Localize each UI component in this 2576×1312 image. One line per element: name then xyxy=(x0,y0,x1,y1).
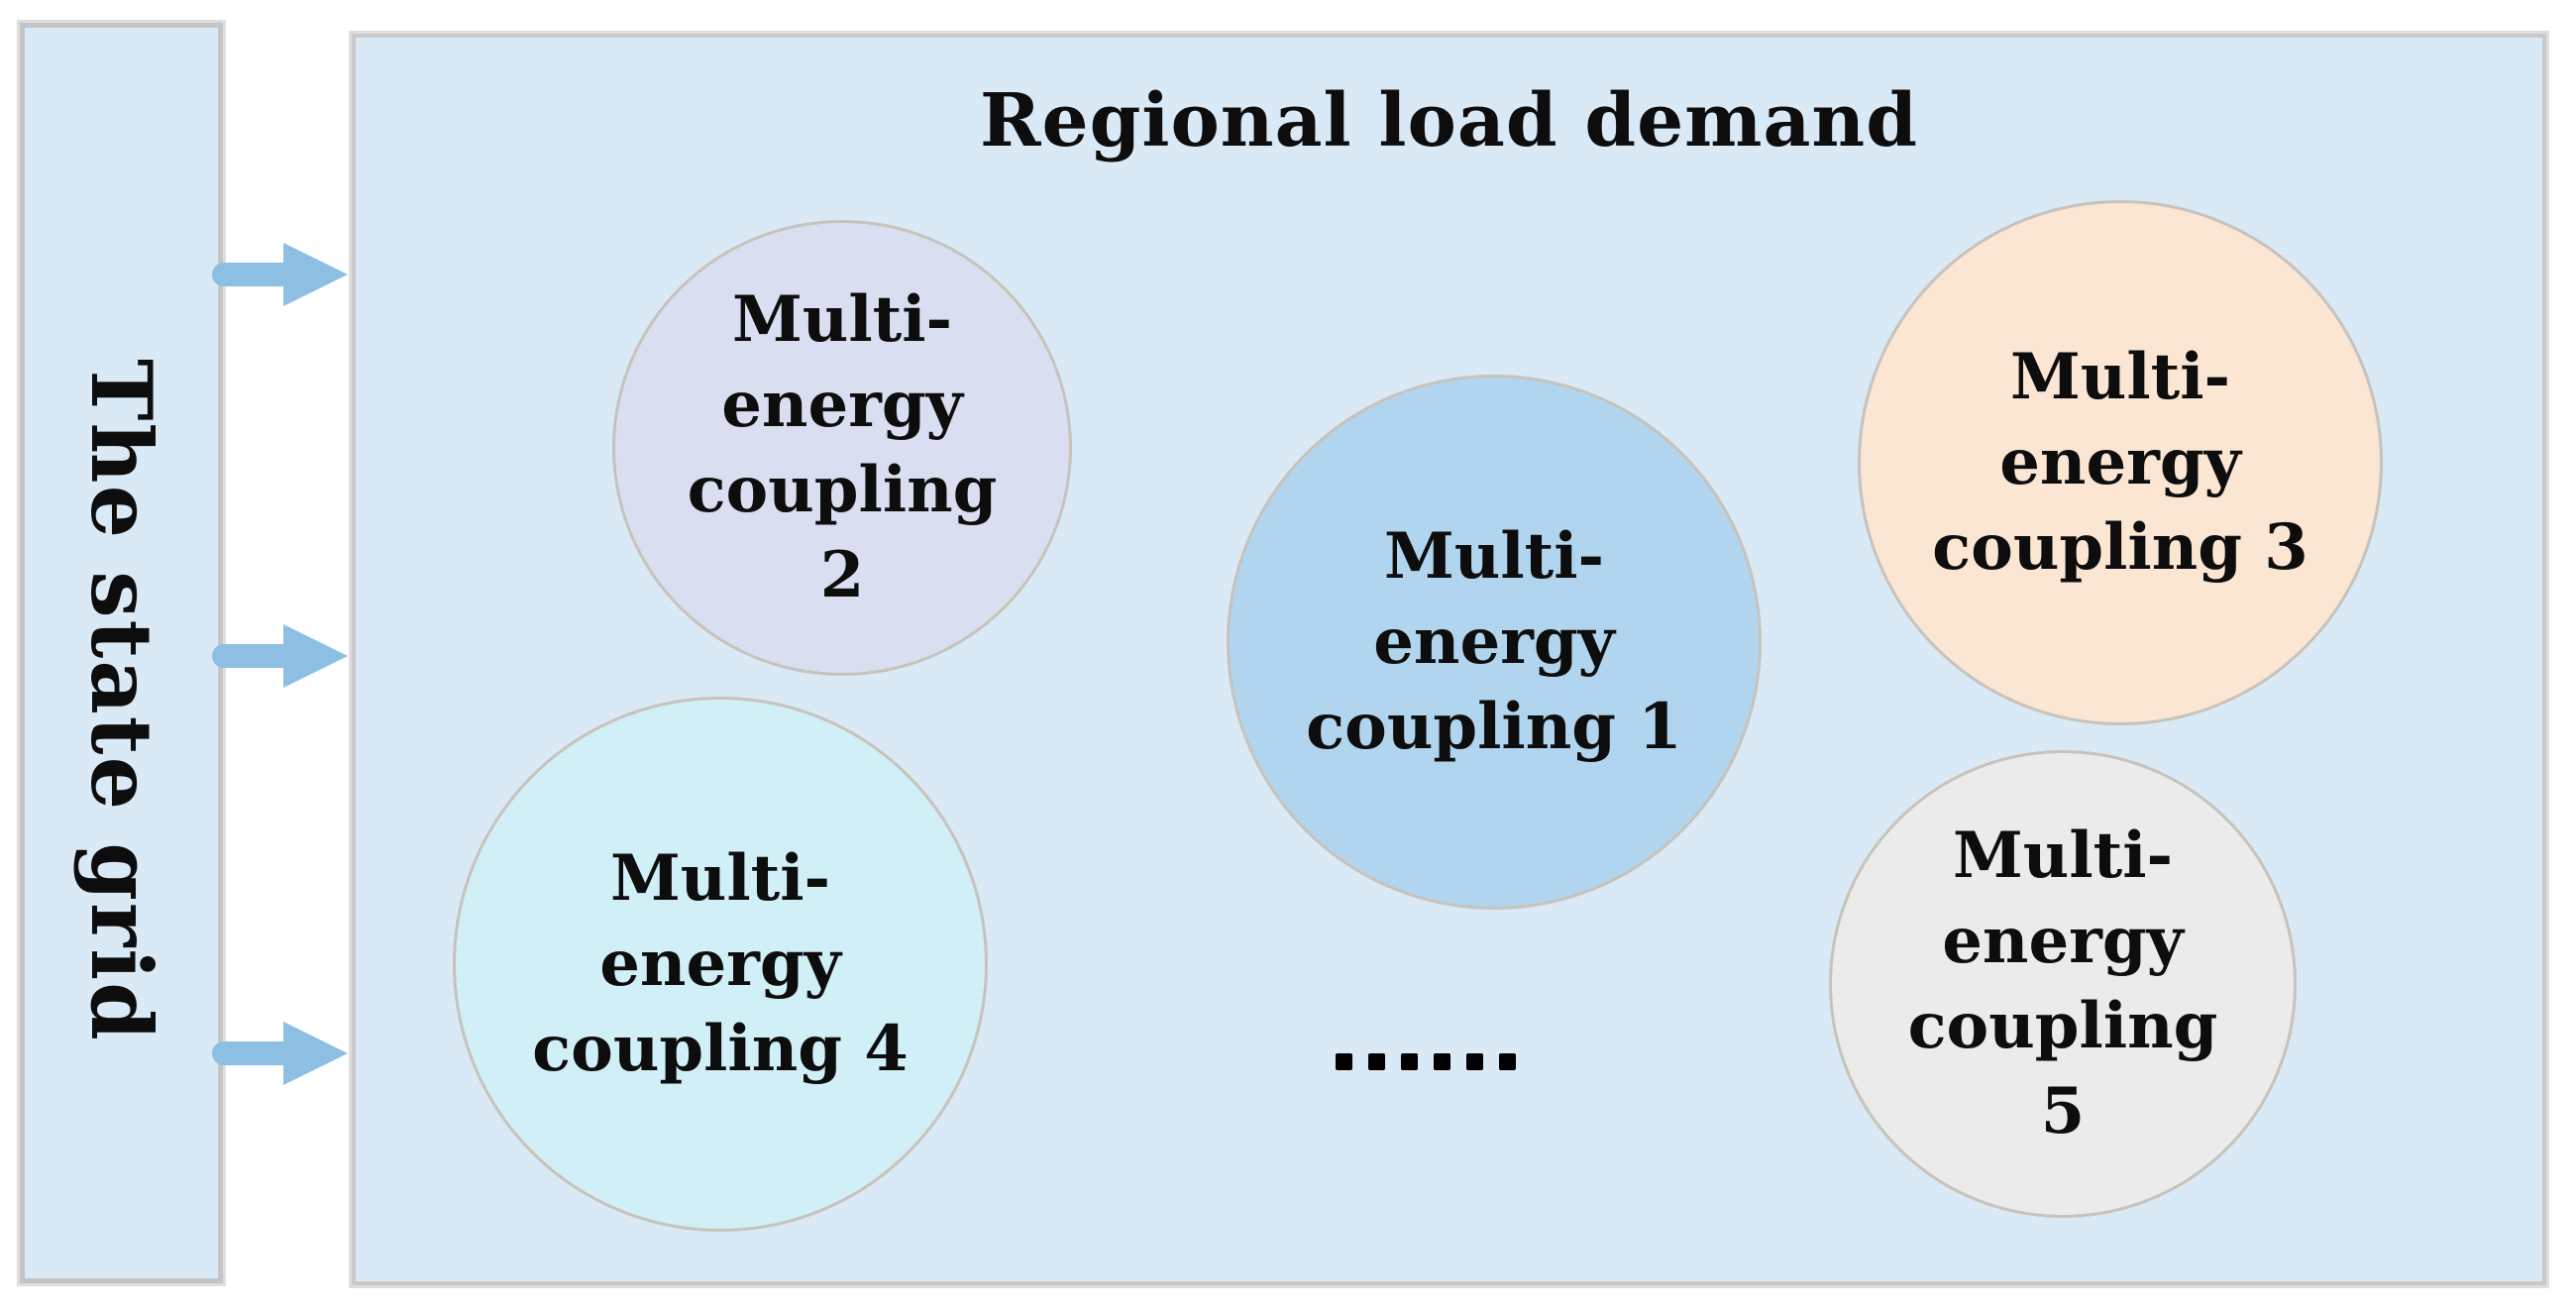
circle-label-line: coupling 3 xyxy=(1932,510,2308,585)
ellipsis-dot xyxy=(1401,1053,1418,1070)
ellipsis-dot xyxy=(1368,1053,1385,1070)
right-arrow-icon xyxy=(212,1022,348,1085)
circle-label-line: energy xyxy=(721,368,963,442)
circle-multi-energy-coupling-3: Multi- energy coupling 3 xyxy=(1858,200,2383,725)
circle-label-line: energy xyxy=(1373,604,1615,679)
circle-label-line: Multi- xyxy=(2009,340,2231,414)
circle-label-line: Multi- xyxy=(609,841,831,916)
circle-label-line: energy xyxy=(1999,425,2241,499)
region-title: Regional load demand xyxy=(980,78,1918,164)
circle-label-line: coupling 1 xyxy=(1306,690,1682,764)
grid-to-region-arrow-3 xyxy=(208,1016,352,1091)
right-arrow-icon xyxy=(212,243,348,306)
circle-multi-energy-coupling-4: Multi- energy coupling 4 xyxy=(453,697,988,1232)
right-arrow-icon xyxy=(212,624,348,688)
circle-label-line: Multi- xyxy=(1383,519,1605,594)
circle-label-line: 5 xyxy=(2040,1074,2086,1148)
grid-to-region-arrow-1 xyxy=(208,237,352,312)
circle-multi-energy-coupling-1: Multi- energy coupling 1 xyxy=(1227,375,1762,910)
circle-label-line: energy xyxy=(599,927,841,1001)
circle-multi-energy-coupling-2: Multi- energy coupling 2 xyxy=(612,220,1072,676)
ellipsis-dots xyxy=(1336,1053,1516,1070)
ellipsis-dot xyxy=(1466,1053,1483,1070)
grid-to-region-arrow-2 xyxy=(208,618,352,694)
circle-label-line: Multi- xyxy=(1952,819,2174,893)
state-grid-label: The state grid xyxy=(72,358,170,1042)
circle-label-line: 2 xyxy=(819,538,865,612)
circle-label-line: energy xyxy=(1942,904,2184,978)
circle-label-line: coupling xyxy=(1907,989,2218,1063)
ellipsis-dot xyxy=(1336,1053,1352,1070)
ellipsis-dot xyxy=(1434,1053,1450,1070)
circle-label-line: Multi- xyxy=(731,282,953,357)
ellipsis-dot xyxy=(1499,1053,1516,1070)
circle-multi-energy-coupling-5: Multi- energy coupling 5 xyxy=(1829,750,2297,1218)
circle-label-line: coupling 4 xyxy=(532,1012,909,1086)
state-grid-bar: The state grid xyxy=(17,20,226,1286)
circle-label-line: coupling xyxy=(687,453,998,527)
